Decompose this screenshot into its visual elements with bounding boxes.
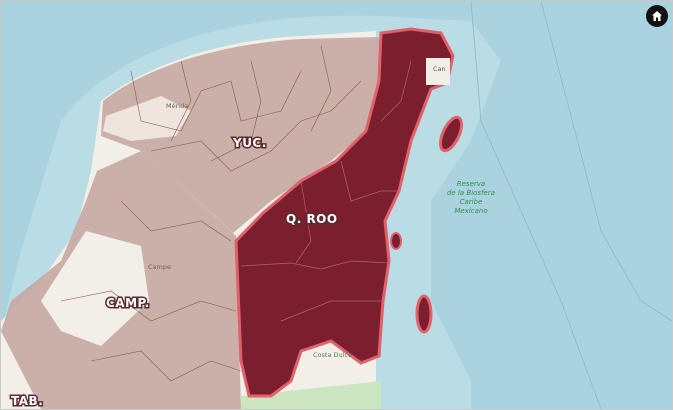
quintana-roo-municipal-borders (240, 60, 412, 322)
label-tabasco: TAB. (11, 394, 43, 408)
campeche-city-area (41, 231, 149, 346)
forest-south (241, 381, 381, 409)
municipal-borders (60, 45, 362, 382)
cozumel-island[interactable] (436, 114, 466, 153)
home-icon (652, 11, 662, 21)
cancun-area (426, 58, 450, 85)
cancun-label: Can (433, 65, 446, 73)
reserve-label-line-1: Reserva (457, 180, 485, 188)
label-campeche: CAMP. (106, 296, 150, 310)
label-quintana-roo: Q. ROO (286, 212, 338, 226)
merida-label: Mérida (166, 102, 188, 110)
label-yucatan: YUC. (232, 136, 267, 150)
boundary-line (470, 1, 602, 409)
reserve-label-line-2: de la Biosfera (447, 189, 495, 197)
reserve-label-line-3: Caribe (460, 198, 483, 206)
banco-chinchorro-island[interactable] (415, 294, 433, 334)
reserve-label-line-4: Mexicano (454, 207, 487, 215)
yucatan-state[interactable] (101, 37, 379, 233)
coastal-island[interactable] (390, 232, 402, 250)
home-button[interactable] (646, 5, 668, 27)
merida-area (103, 96, 191, 141)
chetumal-label: Costa Dulce (313, 351, 352, 359)
campeche-city-label: Campe (148, 263, 171, 271)
boundary-line-2 (540, 1, 672, 322)
